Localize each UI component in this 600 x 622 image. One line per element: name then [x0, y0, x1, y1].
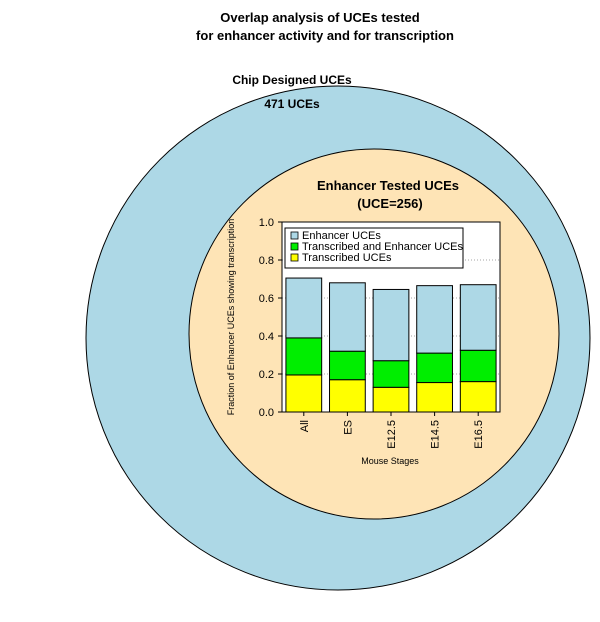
- legend-swatch: [290, 231, 299, 240]
- venn-outer-count: 471 UCEs: [264, 97, 320, 111]
- x-tick-label: E12.5: [386, 420, 398, 449]
- bar-segment-transcribed-and-enhancer: [329, 350, 366, 381]
- legend-box: [284, 227, 464, 269]
- bar-segment-enhancer: [459, 284, 497, 351]
- bar-segment-enhancer: [372, 288, 410, 362]
- bar-segment-transcribed: [416, 382, 453, 413]
- bar-segment-transcribed-and-enhancer: [416, 352, 453, 384]
- x-tick-label: ES: [342, 420, 354, 435]
- y-tick-label: 1.0: [259, 217, 274, 229]
- y-tick-label: 0.6: [259, 293, 274, 305]
- x-tick-label: E16.5: [473, 420, 485, 449]
- y-axis-label: Fraction of Enhancer UCEs showing transc…: [226, 219, 236, 416]
- y-tick-label: 0.8: [259, 255, 274, 267]
- bars: [285, 277, 497, 413]
- y-tick-label: 0.0: [259, 407, 274, 419]
- bar-segment-enhancer: [416, 285, 453, 354]
- bar-segment-transcribed: [459, 381, 497, 413]
- bar-segment-transcribed: [329, 379, 366, 413]
- legend-swatch: [290, 242, 299, 251]
- y-axis: 0.0 0.2 0.4 0.6 0.8 1.0: [259, 217, 282, 419]
- venn-inner-count: (UCE=256): [357, 196, 422, 211]
- bar-segment-enhancer: [329, 282, 366, 352]
- bar-segment-transcribed: [285, 374, 323, 413]
- bar-segment-enhancer: [285, 277, 323, 339]
- legend-label: Transcribed and Enhancer UCEs: [302, 241, 464, 253]
- venn-outer-name: Chip Designed UCEs: [232, 73, 352, 87]
- venn-inner-name: Enhancer Tested UCEs: [317, 178, 459, 193]
- figure-title-line1: Overlap analysis of UCEs tested: [220, 10, 419, 25]
- legend-label: Transcribed UCEs: [302, 252, 392, 264]
- x-tick-label: E14.5: [430, 420, 442, 449]
- x-axis: All ES E12.5 E14.5 E16.5: [299, 412, 485, 449]
- y-tick-label: 0.4: [259, 331, 274, 343]
- legend-label: Enhancer UCEs: [302, 230, 381, 242]
- x-axis-label: Mouse Stages: [361, 456, 419, 466]
- figure-title-line2: for enhancer activity and for transcript…: [196, 28, 454, 43]
- x-tick-label: All: [299, 420, 311, 432]
- bar-segment-transcribed-and-enhancer: [372, 360, 410, 388]
- bar-segment-transcribed-and-enhancer: [459, 349, 497, 383]
- legend-swatch: [290, 253, 299, 262]
- y-tick-label: 0.2: [259, 369, 274, 381]
- bar-segment-transcribed: [372, 386, 410, 413]
- bar-segment-transcribed-and-enhancer: [285, 337, 323, 376]
